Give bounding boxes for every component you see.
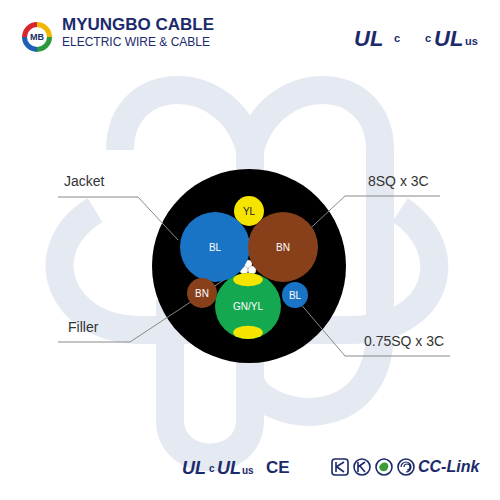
cert-mark: c [394, 33, 400, 44]
core-color-code: BN [276, 242, 290, 253]
part-label: Filler [68, 320, 98, 334]
core-text-wrap: BL [180, 212, 250, 282]
core-text-wrap: BL [282, 282, 308, 308]
core-circle: BL [180, 212, 250, 282]
cert-mark: c [209, 464, 215, 474]
core-color-code: BL [289, 290, 301, 301]
core-color-code: YL [243, 206, 255, 217]
cert-mark: us [242, 466, 254, 476]
cert-mark: c [425, 33, 431, 44]
logo-text: MB [30, 33, 44, 42]
core-circle: BL [282, 282, 308, 308]
core-color-code: GN/YL [233, 301, 263, 312]
company-name: MYUNGBO CABLE [62, 16, 214, 33]
logo-mark [22, 22, 52, 52]
core-circle: BN [187, 278, 217, 308]
leader-lines [58, 196, 450, 356]
cert-icons [332, 459, 411, 475]
cert-circles [354, 459, 414, 475]
cert-mark: UL [217, 459, 241, 477]
core-text-wrap: BN [248, 212, 318, 282]
cert-mark: CC-Link [418, 459, 479, 475]
part-label: Jacket [64, 174, 104, 188]
part-label: 0.75SQ x 3C [364, 334, 444, 348]
part-label: 8SQ x 3C [368, 174, 429, 188]
cert-mark: UL [434, 28, 463, 50]
cert-mark: UL [354, 28, 383, 50]
cert-mark: us [465, 36, 478, 47]
core-text-wrap: GN/YL [215, 273, 281, 339]
core-color-code: BN [195, 288, 209, 299]
core-circle: BN [248, 212, 318, 282]
jacket-circle [152, 169, 346, 363]
cert-mark: CE [266, 459, 290, 476]
watermark [60, 90, 435, 458]
cert-mark: UL [182, 459, 206, 477]
core-text-wrap: BN [187, 278, 217, 308]
core-color-code: BL [209, 242, 221, 253]
company-subtitle: ELECTRIC WIRE & CABLE [62, 36, 210, 48]
core-circle: GN/YL [215, 273, 281, 339]
